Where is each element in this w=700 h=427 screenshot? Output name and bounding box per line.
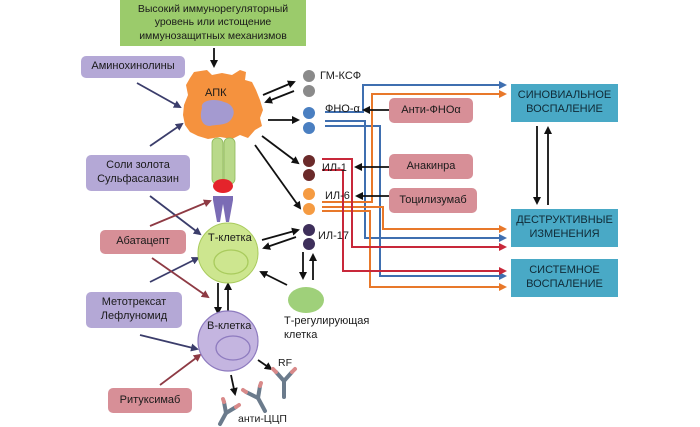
il1-to-systemic-line <box>322 169 507 275</box>
tnf-to-synovial-line <box>325 81 507 113</box>
antigen-peptide <box>213 179 233 193</box>
gmcsf-to-apc-arrow <box>264 90 295 104</box>
il17-to-tcell-arrow <box>262 236 297 250</box>
b-cell-nucleus <box>215 335 251 361</box>
il1-label: ИЛ-1 <box>322 162 347 174</box>
tcell-to-il17-arrow <box>261 227 300 241</box>
tnf-to-systemic-line <box>325 125 507 280</box>
bcell-to-rf-arrow <box>257 359 273 371</box>
t-cell-nucleus <box>213 249 249 275</box>
bcell-to-anticcp-arrow <box>229 374 238 396</box>
tcr-receptor <box>213 196 233 222</box>
methotrexate-to-bcell-arrow <box>139 334 199 352</box>
b-cell-shape <box>197 310 259 372</box>
il6-label: ИЛ-6 <box>325 190 350 202</box>
tnf-dot-1 <box>303 107 315 119</box>
drug-rituximab: Ритуксимаб <box>108 388 192 413</box>
t-reg-cell-shape <box>288 287 324 313</box>
apc-nucleus <box>200 100 234 126</box>
t-cell-shape <box>197 222 259 284</box>
apc-to-gmcsf-arrow <box>262 80 296 96</box>
il6-dot-1 <box>303 188 315 200</box>
drug-abatacept: Абатацепт <box>100 230 186 254</box>
anti-ccp-antibody-icon-2 <box>218 397 241 426</box>
treg-to-tcell-arrow <box>259 271 288 286</box>
anti-ccp-label: анти-ЦЦП <box>238 413 287 425</box>
t-cell-label: Т-клетка <box>208 232 252 244</box>
t-reg-cell-label: Т-регулирующая клетка <box>284 315 370 341</box>
tnf-dot-2 <box>303 122 315 134</box>
rf-antibody-icon <box>271 367 297 399</box>
abatacept-to-costim-arrow <box>149 199 212 227</box>
il6-to-systemic-line <box>322 210 507 291</box>
il1-dot-2 <box>303 169 315 181</box>
drug-gold-sulfasalazine: Соли золота Сульфасалазин <box>86 155 190 191</box>
tnf-to-destructive-line <box>325 120 507 242</box>
il6-dot-2 <box>303 203 315 215</box>
rf-label: RF <box>278 357 292 369</box>
rituximab-to-bcell-arrow <box>159 353 202 386</box>
tnf-label: ФНО-α <box>325 103 360 115</box>
il17-dot-1 <box>303 224 315 236</box>
abatacept-to-bcell-arrow <box>151 257 210 299</box>
mhc-left-arm <box>211 137 224 185</box>
gm-csf-dot-1 <box>303 70 315 82</box>
il1-to-destructive-line <box>322 158 507 251</box>
trigger-box: Высокий иммунорегуляторный уровень или и… <box>120 0 306 46</box>
gm-csf-dot-2 <box>303 85 315 97</box>
anti-ccp-antibody-icon-1 <box>241 381 267 413</box>
gold-to-apc-arrow <box>149 122 184 147</box>
aminoquinolines-to-apc-arrow <box>136 82 182 108</box>
il1-dot-1 <box>303 155 315 167</box>
mhc-right-arm <box>223 137 236 185</box>
drug-tocilizumab: Тоцилизумаб <box>389 188 477 213</box>
drug-anakinra: Анакинра <box>389 154 473 179</box>
outcome-synovial-inflammation: СИНОВИАЛЬНОЕ ВОСПАЛЕНИЕ <box>511 84 618 122</box>
gm-csf-label: ГМ-КСФ <box>320 70 362 82</box>
il17-label: ИЛ-17 <box>318 230 350 242</box>
apc-to-il1-arrow <box>261 135 300 165</box>
il6-to-synovial-line <box>322 90 507 203</box>
drug-aminoquinolines: Аминохинолины <box>81 56 185 78</box>
apc-to-il6-arrow <box>254 144 302 210</box>
methotrexate-to-tcell-arrow <box>149 257 200 283</box>
apc-label: АПК <box>205 87 227 99</box>
drug-methotrexate-leflunomide: Метотрексат Лефлуномид <box>86 292 182 328</box>
il17-dot-2 <box>303 238 315 250</box>
outcome-systemic-inflammation: СИСТЕМНОЕ ВОСПАЛЕНИЕ <box>511 259 618 297</box>
b-cell-label: В-клетка <box>207 320 252 332</box>
outcome-destructive-changes: ДЕСТРУКТИВНЫЕ ИЗМЕНЕНИЯ <box>511 209 618 247</box>
drug-anti-tnf: Анти-ФНОα <box>389 98 473 123</box>
